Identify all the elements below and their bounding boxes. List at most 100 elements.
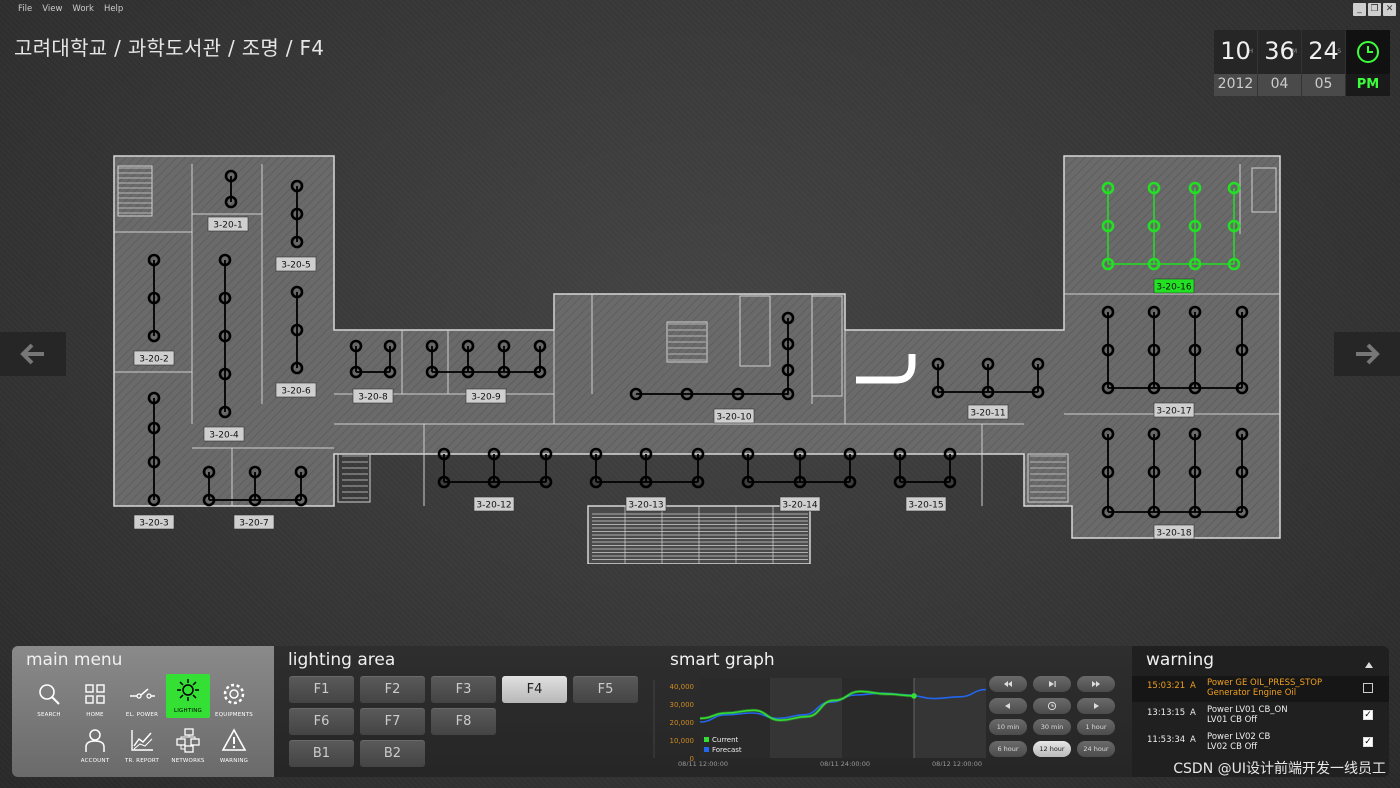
room-label-3-20-14[interactable]: 3-20-14: [779, 496, 821, 512]
light-fixture-3-20-18[interactable]: [1188, 465, 1202, 479]
light-fixture-3-20-16[interactable]: [1188, 181, 1202, 195]
menu-file[interactable]: File: [18, 4, 33, 14]
menu-item-home[interactable]: HOME: [73, 678, 117, 722]
light-fixture-3-20-7[interactable]: [294, 465, 308, 479]
light-fixture-3-20-3[interactable]: [147, 391, 161, 405]
room-label-3-20-10[interactable]: 3-20-10: [713, 408, 755, 424]
light-fixture-3-20-13[interactable]: [691, 475, 705, 489]
acknowledge-checkbox[interactable]: ✓: [1363, 710, 1373, 720]
room-label-3-20-6[interactable]: 3-20-6: [275, 382, 317, 398]
light-fixture-3-20-17[interactable]: [1188, 343, 1202, 357]
light-fixture-3-20-18[interactable]: [1235, 427, 1249, 441]
light-fixture-3-20-8[interactable]: [383, 339, 397, 353]
light-fixture-3-20-16[interactable]: [1188, 257, 1202, 271]
restore-button[interactable]: ❐: [1368, 3, 1381, 16]
light-fixture-3-20-14[interactable]: [741, 447, 755, 461]
light-fixture-3-20-14[interactable]: [793, 475, 807, 489]
menu-item-tr-report[interactable]: TR. REPORT: [120, 724, 164, 768]
floor-button-b1[interactable]: B1: [289, 740, 354, 767]
light-fixture-3-20-1[interactable]: [224, 169, 238, 183]
light-fixture-3-20-9[interactable]: [533, 339, 547, 353]
play-button[interactable]: [1033, 676, 1071, 692]
light-fixture-3-20-12[interactable]: [539, 475, 553, 489]
light-fixture-3-20-18[interactable]: [1235, 505, 1249, 519]
light-fixture-3-20-9[interactable]: [425, 365, 439, 379]
room-label-3-20-16[interactable]: 3-20-16: [1153, 278, 1195, 294]
clock-button[interactable]: [1033, 697, 1071, 714]
light-fixture-3-20-9[interactable]: [533, 365, 547, 379]
light-fixture-3-20-4[interactable]: [218, 367, 232, 381]
light-fixture-3-20-17[interactable]: [1147, 343, 1161, 357]
room-label-3-20-18[interactable]: 3-20-18: [1153, 524, 1195, 540]
room-label-3-20-17[interactable]: 3-20-17: [1153, 402, 1195, 418]
light-fixture-3-20-11[interactable]: [1031, 357, 1045, 371]
acknowledge-checkbox[interactable]: ✓: [1363, 737, 1373, 747]
light-fixture-3-20-16[interactable]: [1147, 181, 1161, 195]
light-fixture-3-20-2[interactable]: [147, 329, 161, 343]
light-fixture-3-20-18[interactable]: [1101, 427, 1115, 441]
light-fixture-3-20-1[interactable]: [224, 195, 238, 209]
floor-button-f5[interactable]: F5: [573, 676, 638, 703]
light-fixture-3-20-2[interactable]: [147, 291, 161, 305]
room-label-3-20-3[interactable]: 3-20-3: [133, 514, 175, 530]
light-fixture-3-20-4[interactable]: [218, 329, 232, 343]
light-fixture-3-20-16[interactable]: [1188, 219, 1202, 233]
light-fixture-3-20-17[interactable]: [1147, 381, 1161, 395]
room-label-3-20-4[interactable]: 3-20-4: [203, 426, 245, 442]
range-button-1-hour[interactable]: 1 hour: [1077, 719, 1115, 735]
light-fixture-3-20-13[interactable]: [691, 447, 705, 461]
light-fixture-3-20-16[interactable]: [1101, 219, 1115, 233]
light-fixture-3-20-17[interactable]: [1101, 305, 1115, 319]
menu-item-networks[interactable]: NETWORKS: [166, 724, 210, 768]
light-fixture-3-20-17[interactable]: [1235, 305, 1249, 319]
floor-button-f7[interactable]: F7: [360, 708, 425, 735]
light-fixture-3-20-7[interactable]: [294, 493, 308, 507]
light-fixture-3-20-13[interactable]: [589, 447, 603, 461]
light-fixture-3-20-17[interactable]: [1188, 381, 1202, 395]
acknowledge-checkbox[interactable]: [1363, 683, 1373, 693]
light-fixture-3-20-3[interactable]: [147, 493, 161, 507]
light-fixture-3-20-18[interactable]: [1147, 427, 1161, 441]
light-fixture-3-20-7[interactable]: [248, 465, 262, 479]
light-fixture-3-20-14[interactable]: [843, 475, 857, 489]
menu-item-lighting[interactable]: LIGHTING: [166, 674, 210, 718]
light-fixture-3-20-10[interactable]: [629, 387, 643, 401]
light-fixture-3-20-14[interactable]: [741, 475, 755, 489]
floor-button-f1[interactable]: F1: [289, 676, 354, 703]
next-button[interactable]: [1077, 697, 1115, 714]
light-fixture-3-20-12[interactable]: [487, 475, 501, 489]
light-fixture-3-20-16[interactable]: [1147, 257, 1161, 271]
light-fixture-3-20-6[interactable]: [290, 285, 304, 299]
light-fixture-3-20-16[interactable]: [1147, 219, 1161, 233]
light-fixture-3-20-10[interactable]: [731, 387, 745, 401]
light-fixture-3-20-9[interactable]: [497, 339, 511, 353]
light-fixture-3-20-16[interactable]: [1227, 257, 1241, 271]
floor-button-f3[interactable]: F3: [431, 676, 496, 703]
menu-item-el-power[interactable]: EL. POWER: [120, 678, 164, 722]
light-fixture-3-20-10[interactable]: [781, 311, 795, 325]
menu-item-search[interactable]: SEARCH: [27, 678, 71, 722]
light-fixture-3-20-12[interactable]: [437, 475, 451, 489]
range-button-6-hour[interactable]: 6 hour: [989, 740, 1027, 757]
light-fixture-3-20-14[interactable]: [843, 447, 857, 461]
menu-item-equipments[interactable]: EQUIPMENTS: [212, 678, 256, 722]
menu-help[interactable]: Help: [103, 4, 124, 14]
light-fixture-3-20-8[interactable]: [383, 365, 397, 379]
floor-button-f4[interactable]: F4: [502, 676, 567, 703]
light-fixture-3-20-5[interactable]: [290, 179, 304, 193]
menu-item-warning[interactable]: WARNING: [212, 724, 256, 768]
light-fixture-3-20-15[interactable]: [893, 447, 907, 461]
light-fixture-3-20-15[interactable]: [893, 475, 907, 489]
current-point-marker[interactable]: [911, 693, 917, 699]
light-fixture-3-20-13[interactable]: [639, 475, 653, 489]
prev-button[interactable]: [989, 697, 1027, 714]
light-fixture-3-20-18[interactable]: [1147, 465, 1161, 479]
light-fixture-3-20-18[interactable]: [1101, 465, 1115, 479]
light-fixture-3-20-18[interactable]: [1235, 465, 1249, 479]
light-fixture-3-20-17[interactable]: [1101, 343, 1115, 357]
light-fixture-3-20-18[interactable]: [1188, 427, 1202, 441]
light-fixture-3-20-17[interactable]: [1188, 305, 1202, 319]
rewind-button[interactable]: [989, 676, 1027, 692]
range-button-30-min[interactable]: 30 min: [1033, 719, 1071, 735]
light-fixture-3-20-13[interactable]: [589, 475, 603, 489]
